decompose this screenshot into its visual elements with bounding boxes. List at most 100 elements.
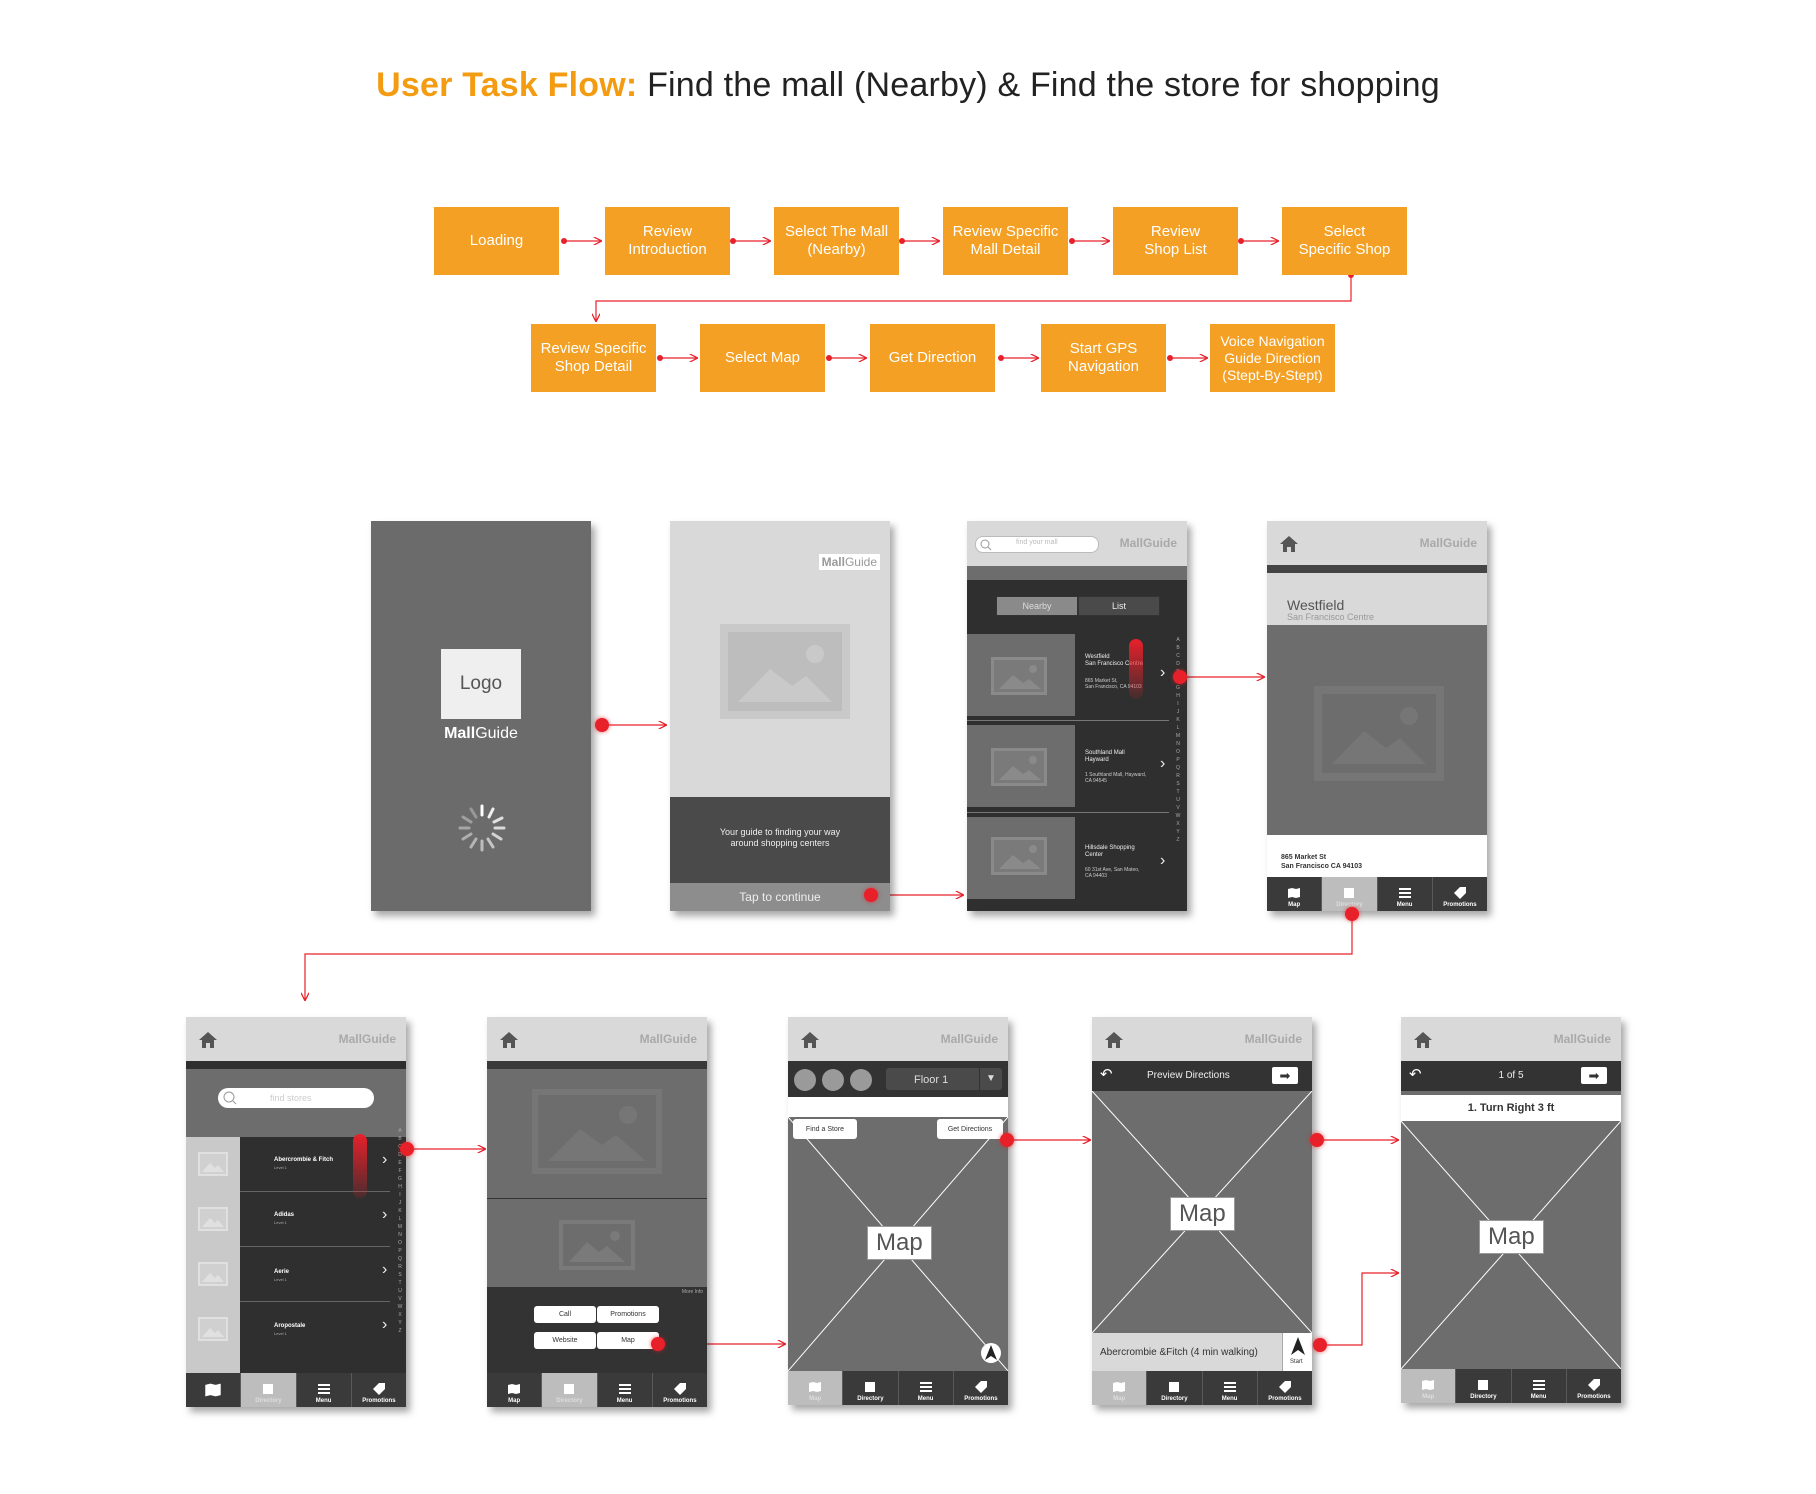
tap-target-marker [595, 718, 609, 732]
menu-icon [1532, 1380, 1545, 1390]
start-button[interactable]: Start [1282, 1333, 1312, 1371]
flow-step-select-shop: Select Specific Shop [1282, 207, 1407, 275]
screen-loading: Logo MallGuide [371, 521, 591, 911]
tap-target-marker [651, 1337, 665, 1351]
tab-menu[interactable]: Menu [295, 1373, 351, 1407]
tab-directory[interactable]: Directory [541, 1373, 597, 1407]
tab-map[interactable]: Map [1092, 1371, 1147, 1405]
flow-step-select-mall: Select The Mall (Nearby) [774, 207, 899, 275]
flow-step-review-shop-list: Review Shop List [1113, 207, 1238, 275]
screen-turn-by-turn: MallGuide ↶ 1 of 5 ➡ 1. Turn Right 3 ft … [1401, 1017, 1621, 1403]
alphabet-index[interactable]: ABCDEFGHIJKLMNOPQRSTUVWXYZ [397, 1128, 403, 1334]
tab-promotions[interactable]: Promotions [1431, 877, 1487, 911]
home-icon[interactable] [1279, 535, 1299, 553]
tab-map[interactable] [186, 1373, 240, 1407]
image-placeholder-icon [532, 1089, 662, 1174]
tab-menu[interactable]: Menu [897, 1371, 953, 1405]
list-item[interactable]: Hillsdale Shopping Center 60 31st Ave, S… [967, 817, 1187, 899]
tab-bar: Map Directory Menu Promotions [1092, 1371, 1312, 1405]
flow-step-review-mall-detail: Review Specific Mall Detail [943, 207, 1068, 275]
list-item[interactable]: Adidas Level 1 › [186, 1192, 406, 1247]
steps-toolbar: ↶ 1 of 5 ➡ [1401, 1061, 1621, 1091]
tag-icon [1453, 887, 1466, 899]
back-icon[interactable]: ↶ [1409, 1066, 1422, 1083]
mall-subtitle: San Francisco Centre [1287, 612, 1375, 622]
tab-directory[interactable]: Directory [1321, 877, 1377, 911]
mall-title-card: Westfield San Francisco Centre [1267, 573, 1487, 625]
tab-promotions[interactable]: Promotions [350, 1373, 406, 1407]
alphabet-index[interactable]: ABCDEFGHIJKLMNOPQRSTUVWXYZ [1175, 637, 1181, 843]
back-icon[interactable]: ↶ [1100, 1066, 1113, 1083]
brand-text: MallGuide [1119, 536, 1177, 550]
map-button[interactable]: Map [597, 1332, 659, 1349]
tag-icon [372, 1383, 385, 1395]
tab-menu[interactable]: Menu [596, 1373, 652, 1407]
next-arrow-button[interactable]: ➡ [1581, 1067, 1607, 1084]
map-control-button[interactable] [850, 1069, 872, 1091]
more-info-link[interactable]: More Info [681, 1289, 703, 1295]
tab-menu[interactable]: Menu [1510, 1369, 1566, 1403]
compass-icon[interactable] [980, 1342, 1002, 1364]
tab-directory[interactable]: Directory [1455, 1369, 1510, 1403]
tab-promotions[interactable]: Promotions [952, 1371, 1008, 1405]
tab-map[interactable]: Map [1401, 1369, 1456, 1403]
call-button[interactable]: Call [534, 1306, 596, 1323]
find-store-button[interactable]: Find a Store [793, 1119, 857, 1139]
tab-map[interactable]: Map [1267, 877, 1321, 911]
tag-icon [974, 1381, 987, 1393]
list-item[interactable]: Aropostale Level 1 › [186, 1302, 406, 1357]
home-icon[interactable] [198, 1031, 218, 1049]
image-placeholder-icon [198, 1152, 228, 1176]
tab-menu[interactable]: Menu [1201, 1371, 1257, 1405]
tab-directory[interactable]: Directory [240, 1373, 296, 1407]
website-button[interactable]: Website [534, 1332, 596, 1349]
mall-search-input[interactable]: find your mall [975, 536, 1099, 553]
tap-to-continue-button[interactable]: Tap to continue [670, 883, 890, 911]
map-control-button[interactable] [822, 1069, 844, 1091]
directory-icon [865, 1382, 876, 1392]
map-icon [508, 1384, 521, 1394]
image-placeholder-icon [991, 748, 1047, 786]
step-counter: 1 of 5 [1498, 1070, 1524, 1081]
get-directions-button[interactable]: Get Directions [937, 1119, 1003, 1139]
tab-directory[interactable]: Directory [842, 1371, 897, 1405]
list-item[interactable]: Southland Mall Hayward 1 Southland Mall,… [967, 725, 1187, 807]
floor-select[interactable]: Floor 1 ▼ [886, 1068, 1002, 1090]
logo-placeholder: Logo [441, 649, 521, 719]
map-control-button[interactable] [794, 1069, 816, 1091]
list-item[interactable]: Aerie Level 1 › [186, 1247, 406, 1302]
home-icon[interactable] [800, 1031, 820, 1049]
brand-text: MallGuide [639, 1032, 697, 1046]
tab-directory[interactable]: Directory [1146, 1371, 1201, 1405]
tab-bar: Map Directory Menu Promotions [1267, 877, 1487, 911]
list-item[interactable]: Abercrombie & Fitch Level 1 › [186, 1137, 406, 1192]
map-label: Map [1170, 1197, 1235, 1231]
home-icon[interactable] [1104, 1031, 1124, 1049]
tab-promotions[interactable]: Promotions [651, 1373, 707, 1407]
tab-map[interactable]: Map [788, 1371, 843, 1405]
next-arrow-button[interactable]: ➡ [1272, 1067, 1298, 1084]
home-icon[interactable] [1413, 1031, 1433, 1049]
promotions-button[interactable]: Promotions [597, 1306, 659, 1323]
directory-icon [1169, 1382, 1180, 1392]
home-icon[interactable] [499, 1031, 519, 1049]
search-icon [223, 1091, 237, 1105]
store-search-input[interactable]: find stores [218, 1088, 374, 1108]
header: MallGuide [186, 1017, 406, 1061]
chevron-right-icon: › [382, 1206, 388, 1223]
tab-bar: Map Directory Menu Promotions [788, 1371, 1008, 1405]
tab-list[interactable]: List [1078, 596, 1160, 616]
tag-icon [673, 1383, 686, 1395]
mall-address: 60 31st Ave, San Mateo, CA 94403 [1085, 867, 1140, 879]
list-item[interactable]: Westfield San Francisco Centre 865 Marke… [967, 634, 1187, 716]
screen-mall-detail: MallGuide Westfield San Francisco Centre… [1267, 521, 1487, 911]
chevron-right-icon: › [382, 1316, 388, 1333]
tab-map[interactable]: Map [487, 1373, 541, 1407]
tab-promotions[interactable]: Promotions [1256, 1371, 1312, 1405]
tab-promotions[interactable]: Promotions [1565, 1369, 1621, 1403]
shop-action-panel: More Info Call Promotions Website Map [487, 1287, 707, 1373]
turn-instruction: 1. Turn Right 3 ft [1401, 1095, 1621, 1121]
tab-nearby[interactable]: Nearby [996, 596, 1078, 616]
tab-menu[interactable]: Menu [1376, 877, 1432, 911]
screen-introduction: MallGuide Your guide to finding your way… [670, 521, 890, 911]
